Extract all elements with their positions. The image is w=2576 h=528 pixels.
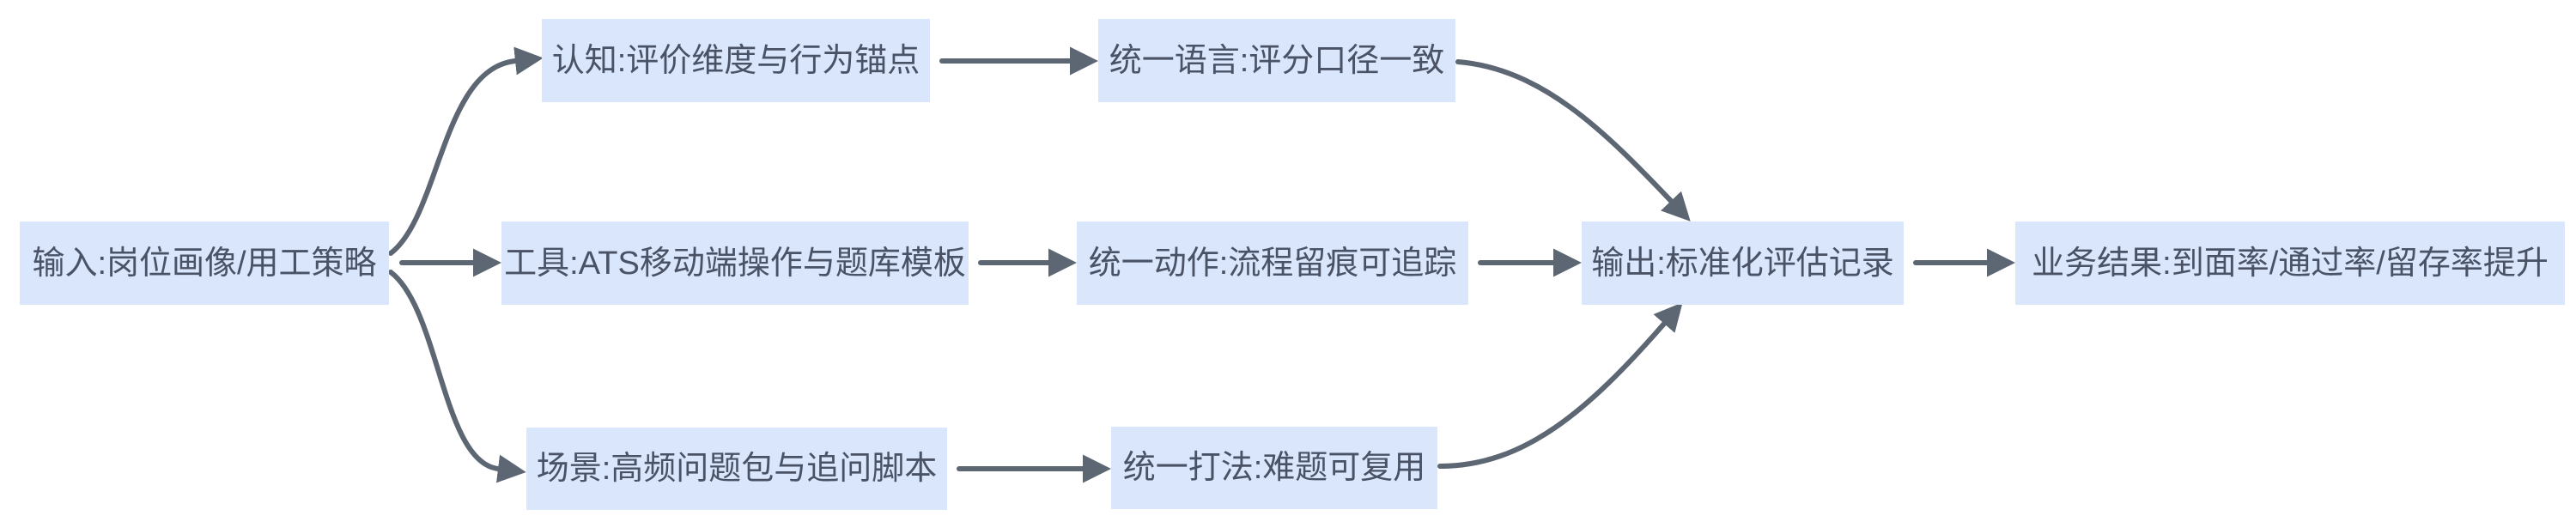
node-cognition: 认知:评价维度与行为锚点 (542, 19, 930, 102)
node-result: 业务结果:到面率/通过率/留存率提升 (2015, 222, 2565, 305)
node-scene: 场景:高频问题包与追问脚本 (526, 428, 947, 510)
node-tool: 工具:ATS移动端操作与题库模板 (501, 222, 969, 305)
edge-language-to-output (1455, 59, 1691, 222)
node-output: 输出:标准化评估记录 (1582, 222, 1904, 305)
node-input: 输入:岗位画像/用工策略 (20, 222, 389, 305)
node-language: 统一语言:评分口径一致 (1098, 19, 1455, 102)
node-approach: 统一打法:难题可复用 (1111, 427, 1437, 509)
edge-input-to-scene (388, 270, 526, 483)
edge-input-to-cognition (388, 46, 544, 256)
edge-approach-to-output (1437, 302, 1683, 469)
node-action: 统一动作:流程留痕可追踪 (1077, 222, 1468, 305)
